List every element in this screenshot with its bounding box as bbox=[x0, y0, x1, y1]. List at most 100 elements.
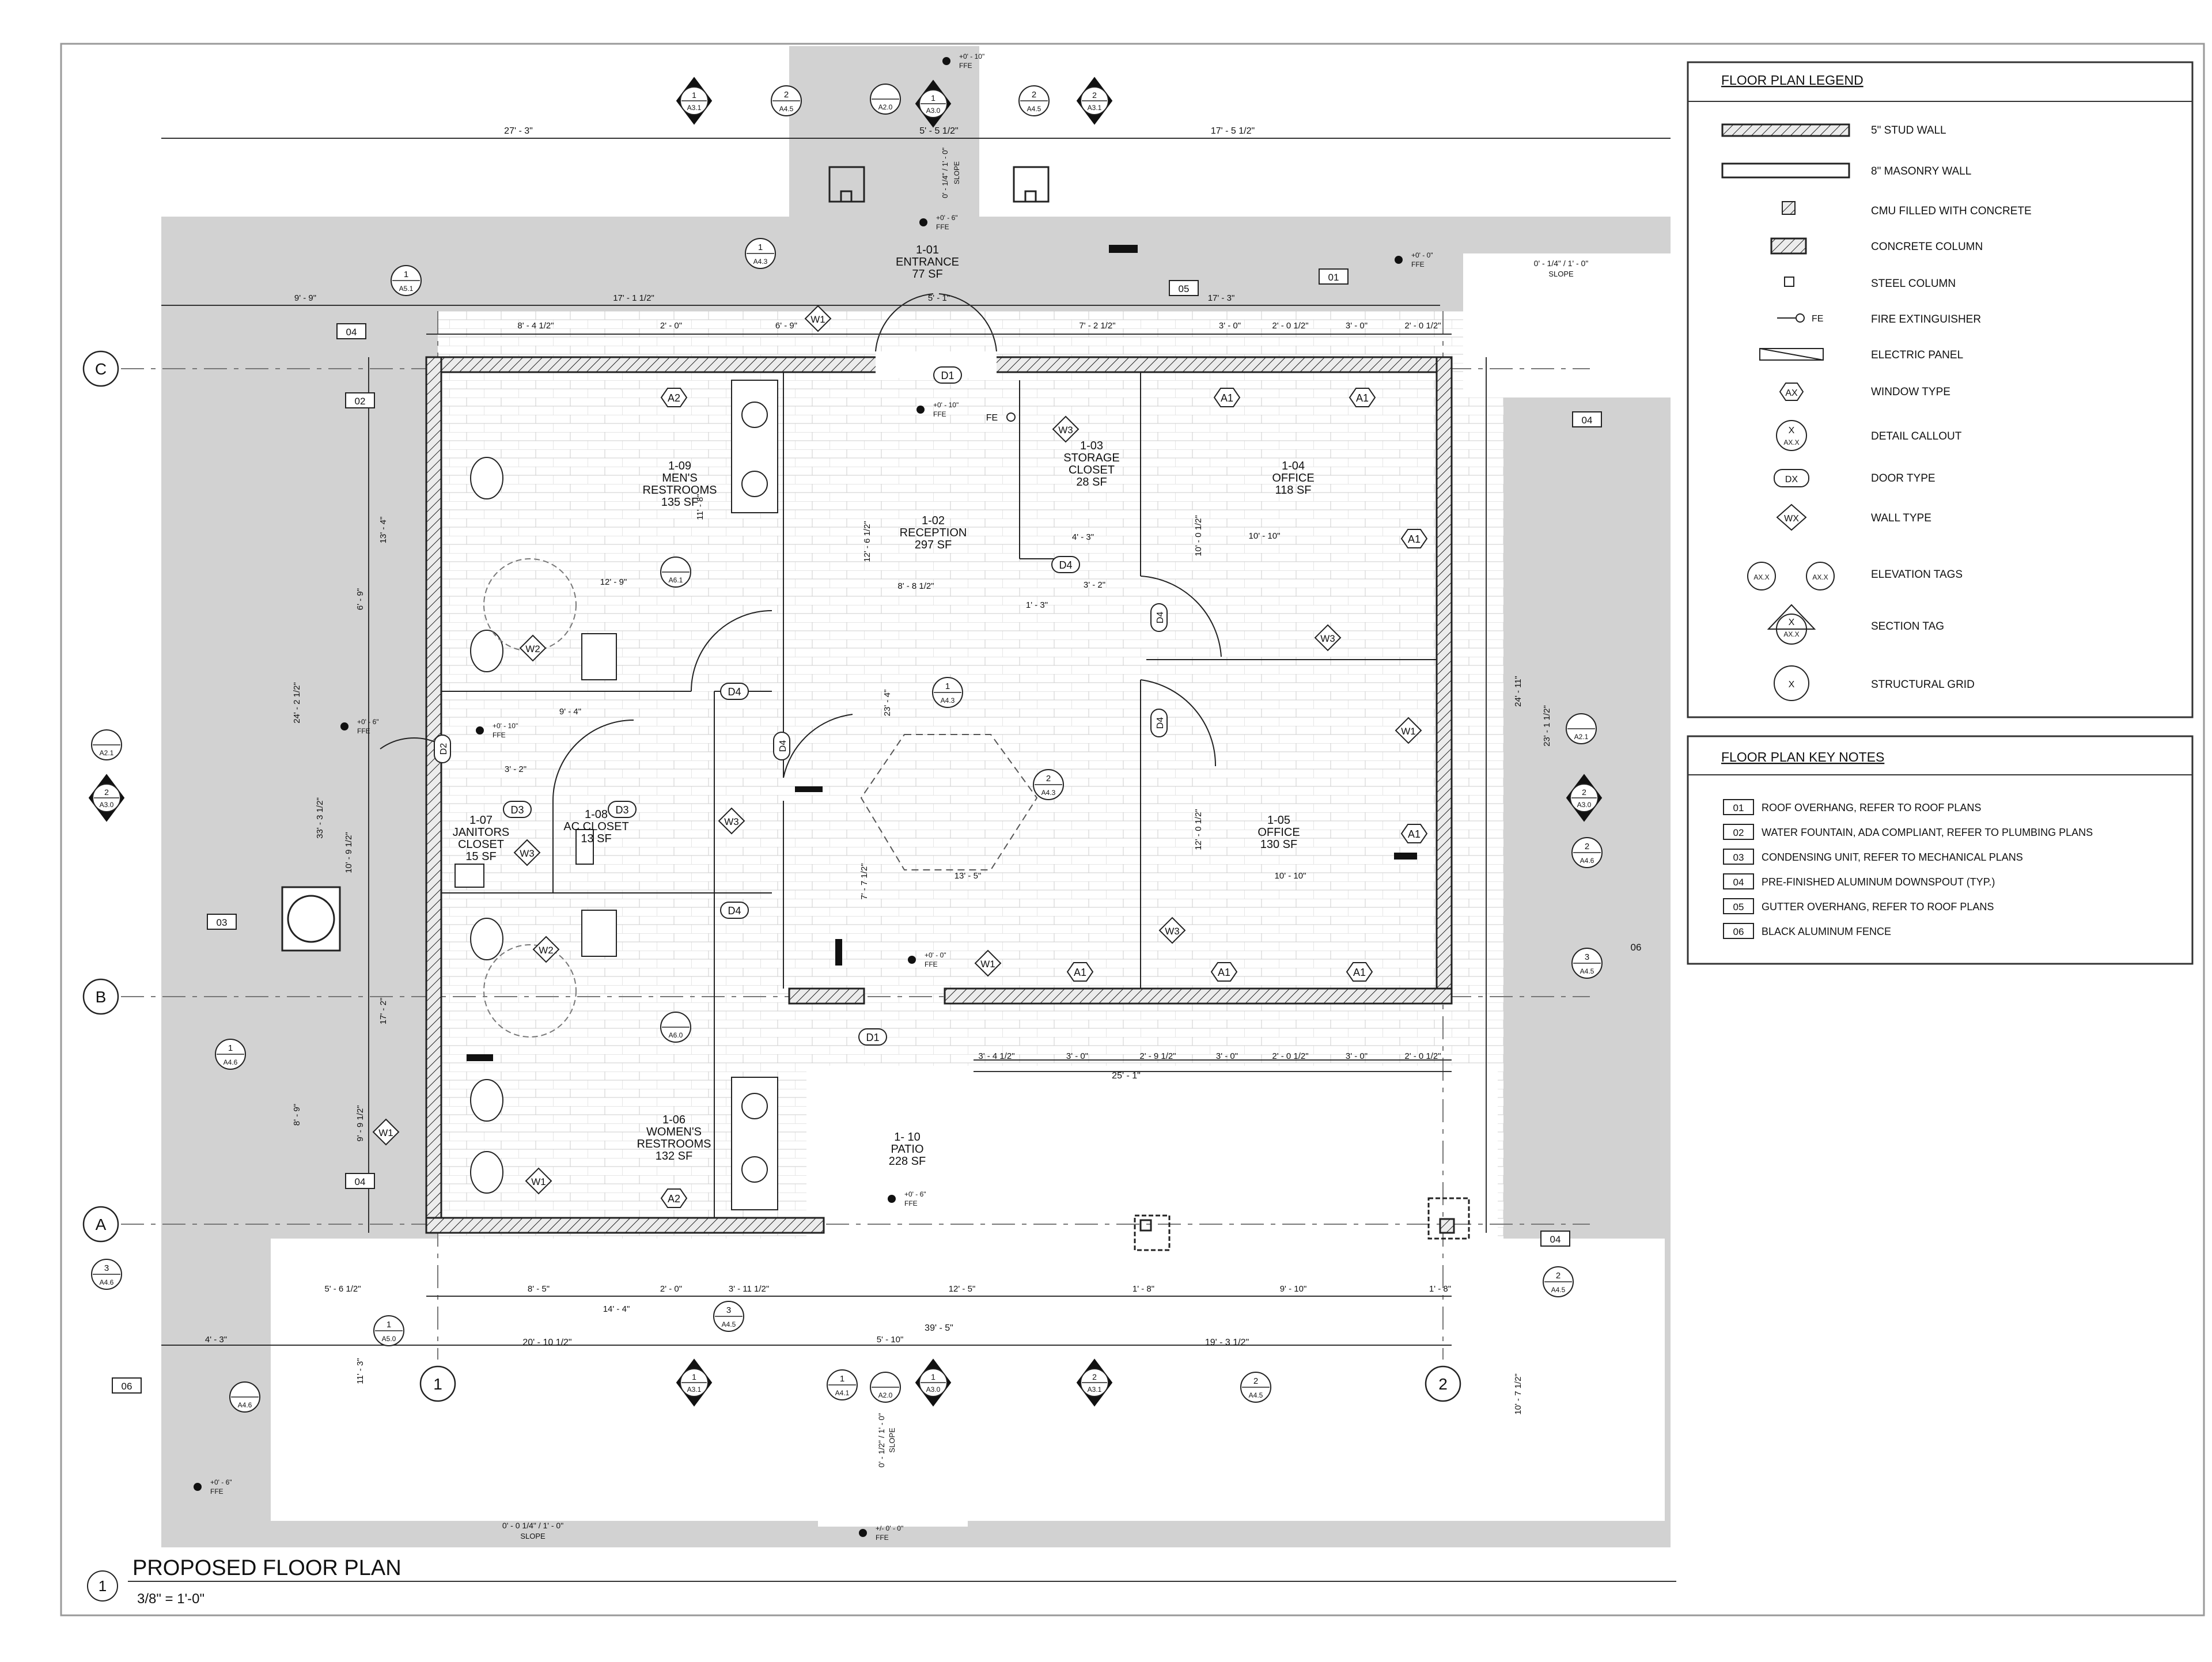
dimension-text-misc: 13' - 5" bbox=[955, 871, 982, 881]
keynote-number: 03 bbox=[1733, 852, 1744, 863]
dimension-text-mid: 3' - 4 1/2" bbox=[978, 1051, 1014, 1061]
ffe-marker-icon bbox=[476, 726, 484, 735]
door-type-tag bbox=[1150, 709, 1168, 737]
door-type-tag bbox=[933, 366, 962, 384]
door-type-label: D3 bbox=[510, 804, 524, 816]
dimension-text-overall: 27' - 3" bbox=[504, 126, 533, 136]
grid-label-A: A bbox=[96, 1216, 107, 1233]
detail-callout-sheet: A4.5 bbox=[722, 1320, 736, 1328]
legend-item-elevation-tags: ELEVATION TAGS bbox=[1871, 569, 1963, 581]
dimension-text-misc: 12' - 0 1/2" bbox=[1194, 809, 1203, 850]
drawing-scale: 3/8" = 1'-0" bbox=[137, 1591, 204, 1607]
ffe-label: FFE bbox=[210, 1487, 224, 1496]
dimension-text-bottom: 9' - 10" bbox=[1280, 1284, 1307, 1294]
keynote-tag bbox=[345, 392, 375, 408]
window-type-label: A1 bbox=[1218, 967, 1230, 978]
wall-type-label: W1 bbox=[810, 314, 825, 325]
section-tag-number: 1 bbox=[931, 93, 935, 103]
detail-callout-number: 1 bbox=[758, 243, 763, 252]
keynote-tag bbox=[1169, 280, 1199, 296]
ffe-elevation: +0' - 6" bbox=[904, 1190, 926, 1198]
ffe-elevation: +0' - 10" bbox=[933, 401, 959, 409]
keynotes-panel bbox=[1687, 735, 2194, 965]
dimension-text-overall: 5' - 5 1/2" bbox=[919, 126, 958, 136]
keynote-tag-label: 06 bbox=[122, 1381, 132, 1392]
keynote-text-05: GUTTER OVERHANG, REFER TO ROOF PLANS bbox=[1762, 901, 1994, 913]
electric-panels bbox=[467, 245, 1417, 1061]
drawing-number: 1 bbox=[99, 1577, 107, 1595]
slope-text: 0' - 1/4" / 1' - 0" bbox=[941, 147, 949, 198]
door-type-tag bbox=[1051, 556, 1080, 573]
section-tag-number: 1 bbox=[692, 90, 696, 100]
dimension-text-bottom: 8' - 5" bbox=[528, 1284, 550, 1294]
dimension-text-row1: 5' - 1" bbox=[928, 293, 950, 303]
wall-type-tag bbox=[519, 634, 547, 662]
keynote-tag bbox=[112, 1377, 142, 1394]
keynote-number: 05 bbox=[1733, 902, 1744, 913]
wall-type-tag bbox=[804, 305, 832, 332]
detail-callout-sheet: A4.6 bbox=[238, 1401, 252, 1409]
keynote-number: 02 bbox=[1733, 827, 1744, 838]
legend-item-steel-column: STEEL COLUMN bbox=[1871, 278, 1956, 290]
section-tag-number: 2 bbox=[1582, 788, 1586, 797]
detail-callout-sheet: A4.5 bbox=[1249, 1391, 1263, 1399]
legend-symbol-subtext: AX.X bbox=[1783, 438, 1799, 446]
keynote-number-box bbox=[1723, 824, 1754, 840]
dimension-text-row2: 6' - 9" bbox=[775, 321, 797, 331]
wall-type-label: W3 bbox=[724, 816, 739, 827]
grid-label-C: C bbox=[95, 360, 107, 378]
detail-callout-number: 1 bbox=[840, 1374, 844, 1384]
ffe-elevation: +0' - 6" bbox=[357, 718, 379, 726]
ffe-elevation: +/- 0' - 0" bbox=[876, 1524, 903, 1532]
grid-bubble-2 bbox=[1425, 1365, 1461, 1402]
dimension-text-misc: 10' - 0 1/2" bbox=[1194, 515, 1203, 556]
keynote-tag-label: 04 bbox=[355, 1176, 366, 1187]
dimension-text-misc: 13' - 4" bbox=[378, 517, 388, 544]
detail-callout-sheet: A2.1 bbox=[1574, 733, 1589, 741]
dimension-text-misc: 17' - 2" bbox=[378, 998, 388, 1025]
door-type-tag bbox=[434, 735, 451, 763]
wall-type-label: W1 bbox=[531, 1176, 546, 1187]
dimension-text-mid: 2' - 0 1/2" bbox=[1272, 1051, 1308, 1061]
detail-callout-number: 2 bbox=[1046, 774, 1051, 783]
legend-symbol-text: AX.X bbox=[1753, 573, 1769, 581]
window-type-label: A1 bbox=[1408, 533, 1421, 545]
door-type-tag bbox=[773, 732, 790, 760]
door-type-tag bbox=[1150, 603, 1168, 632]
ffe-label: FFE bbox=[959, 62, 972, 70]
slope-label: SLOPE bbox=[953, 161, 961, 184]
door-type-label: D4 bbox=[1059, 559, 1072, 571]
legend-symbol-text: X bbox=[1789, 426, 1795, 436]
dimension-text-row2: 2' - 0 1/2" bbox=[1272, 321, 1308, 331]
plumbing-fixtures bbox=[454, 380, 778, 1210]
dimension-text-bottom: 5' - 6 1/2" bbox=[324, 1284, 361, 1294]
wall-type-label: W1 bbox=[378, 1127, 393, 1138]
detail-callout-sheet: A4.6 bbox=[1580, 857, 1594, 865]
keynote-tag-label: 03 bbox=[217, 917, 228, 928]
dimension-text-misc: 3' - 2" bbox=[1084, 580, 1105, 590]
legend-item-fire-extinguisher: FIRE EXTINGUISHER bbox=[1871, 313, 1981, 325]
ffe-marker-icon bbox=[340, 722, 349, 730]
wall-type-tag bbox=[513, 839, 541, 866]
detail-callout-number: 2 bbox=[784, 90, 789, 100]
wall-type-tag bbox=[1395, 717, 1422, 744]
dimension-text-bottom: 12' - 5" bbox=[949, 1284, 976, 1294]
keynote-text-02: WATER FOUNTAIN, ADA COMPLIANT, REFER TO … bbox=[1762, 827, 2093, 838]
legend-item-cmu: CMU FILLED WITH CONCRETE bbox=[1871, 205, 2032, 217]
grid-bubble-1 bbox=[419, 1365, 456, 1402]
ffe-marker-icon bbox=[194, 1483, 202, 1491]
keynote-number: 01 bbox=[1733, 802, 1744, 813]
wall-type-tag bbox=[718, 807, 745, 835]
keynote-tag-label: 01 bbox=[1328, 272, 1339, 283]
dimension-text-misc: 9' - 9 1/2" bbox=[355, 1105, 365, 1141]
dimension-text-misc: 3' - 2" bbox=[505, 764, 527, 774]
detail-callout-number: 3 bbox=[1585, 952, 1589, 962]
section-tag-sheet: A3.0 bbox=[1577, 801, 1592, 809]
dimension-text-misc: 23' - 4" bbox=[882, 690, 892, 717]
wall-type-tag bbox=[1052, 415, 1080, 443]
detail-callout-sheet: A6.1 bbox=[669, 576, 683, 584]
dimension-text-overall: 20' - 10 1/2" bbox=[522, 1338, 571, 1347]
